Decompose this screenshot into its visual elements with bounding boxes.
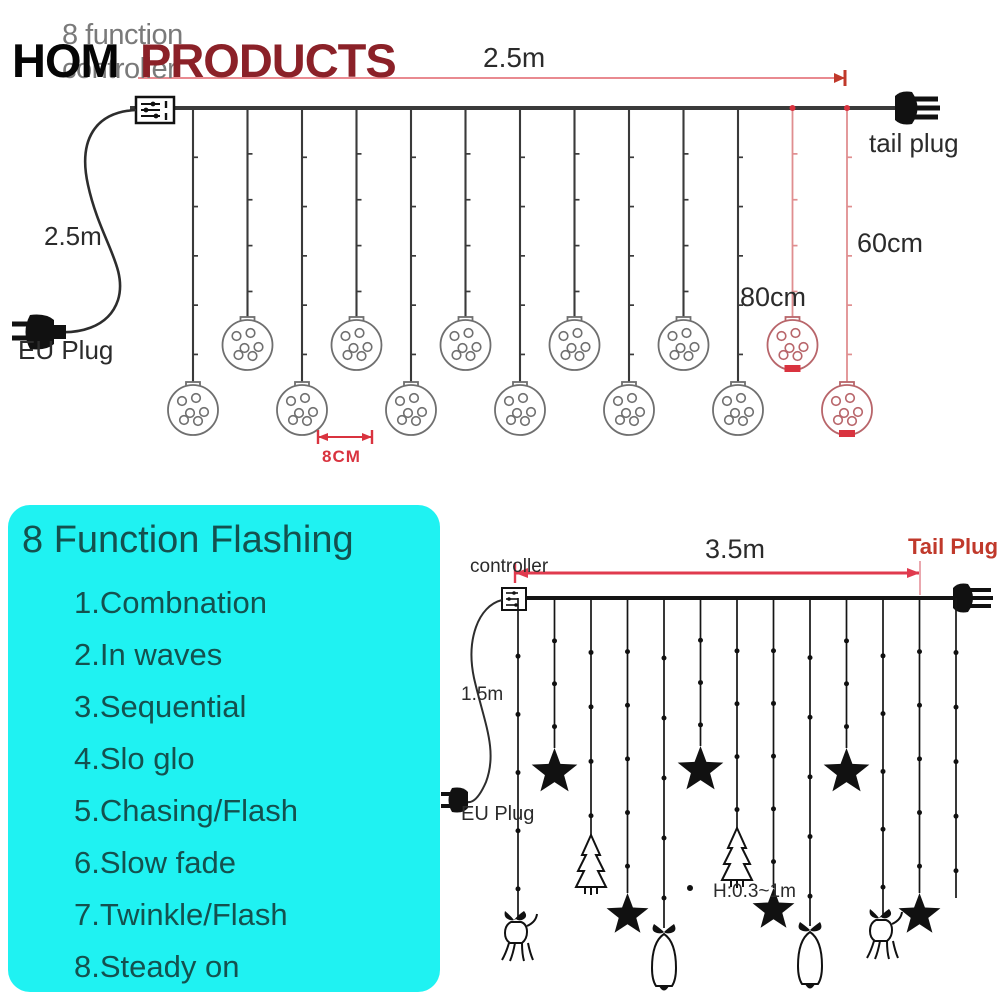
strand (330, 108, 383, 371)
strand (712, 108, 764, 436)
bell-ornament (796, 922, 824, 989)
function-item: 3.Sequential (74, 689, 247, 724)
strand-bottom (898, 598, 941, 933)
star-ornament (531, 748, 578, 792)
label-lead-25m: 2.5m (44, 221, 102, 251)
watermark-8-function: 8 function (62, 19, 183, 51)
strand (821, 105, 873, 437)
reindeer-ornament (866, 909, 903, 960)
star-ornament (898, 893, 941, 933)
strand-bottom (823, 598, 870, 792)
strand-bottom (501, 598, 538, 962)
strand (603, 108, 655, 436)
label-controller: controller (470, 556, 549, 577)
strand (385, 108, 437, 436)
function-item: 1.Combnation (74, 585, 268, 620)
strand-bottom (650, 598, 678, 991)
function-item: 4.Slo glo (74, 741, 195, 776)
strand-bottom (796, 598, 824, 989)
label-lead-15m: 1.5m (461, 684, 504, 705)
label-bottom-span-35m: 3.5m (705, 534, 766, 564)
lead-cable-bottom (461, 599, 503, 804)
tail-plug-icon (895, 91, 940, 125)
logo-hom: HOM (12, 34, 120, 87)
strand-bottom (677, 598, 724, 790)
label-drop-60cm: 60cm (857, 228, 924, 258)
strand-bottom (866, 598, 903, 960)
label-top-span-25m: 2.5m (483, 42, 546, 73)
function-item: 2.In waves (74, 637, 223, 672)
function-item: 7.Twinkle/Flash (74, 897, 288, 932)
function-list: 1.Combnation 2.In waves 3.Sequential 4.Slo … (74, 577, 444, 993)
label-eu-plug-top: EU Plug (18, 335, 114, 365)
star-ornament (752, 888, 795, 928)
strand (766, 105, 819, 372)
controller-icon-bottom (501, 587, 527, 611)
strand (276, 108, 328, 436)
controller-icon (134, 95, 176, 125)
top-diagram-canvas (12, 70, 940, 444)
bell-ornament (650, 924, 678, 991)
strand-bottom (606, 598, 649, 933)
label-drop-80cm: 80cm (740, 282, 807, 312)
function-panel-title: 8 Function Flashing (22, 519, 354, 561)
reindeer-ornament (501, 911, 538, 962)
strand-bottom (531, 598, 578, 792)
logo-products: PRODUCTS (140, 34, 397, 87)
strand (657, 108, 710, 371)
label-eu-plug-bottom: EU Plug (461, 803, 535, 825)
strand (221, 108, 274, 371)
watermark-controller: controller (62, 53, 177, 85)
label-drop-height: H:0.3~1m (713, 881, 796, 902)
star-ornament (606, 893, 649, 933)
lead-cable (57, 108, 137, 334)
strand (167, 108, 219, 436)
dimension-8cm (316, 430, 374, 444)
height-marker (687, 885, 693, 891)
strand-bottom (953, 598, 959, 898)
function-panel: 8 Function Flashing 1.Combnation 2.In wav… (8, 505, 440, 992)
strand-bottom (752, 598, 795, 928)
label-ball-8cm: 8CM (322, 447, 361, 466)
bottom-diagram-canvas (441, 561, 993, 991)
star-ornament (823, 748, 870, 792)
strand (494, 108, 546, 436)
label-tail-plug-bottom: Tail Plug (908, 534, 999, 559)
function-item: 5.Chasing/Flash (74, 793, 299, 828)
strand (439, 108, 492, 371)
eu-plug-icon (12, 314, 66, 350)
tail-plug-icon-bottom (953, 583, 993, 613)
dimension-3-5m (513, 561, 921, 595)
strand-bottom (574, 598, 608, 895)
strand (548, 108, 601, 371)
star-ornament (677, 746, 724, 790)
tree-ornament (574, 832, 608, 895)
tree-ornament (720, 825, 754, 888)
eu-plug-icon-bottom (441, 787, 468, 813)
function-item: 8.Steady on (74, 949, 240, 984)
function-item: 6.Slow fade (74, 845, 236, 880)
label-tail-plug: tail plug (869, 128, 959, 158)
dimension-2-5m (138, 70, 847, 86)
strand-bottom (720, 598, 754, 888)
